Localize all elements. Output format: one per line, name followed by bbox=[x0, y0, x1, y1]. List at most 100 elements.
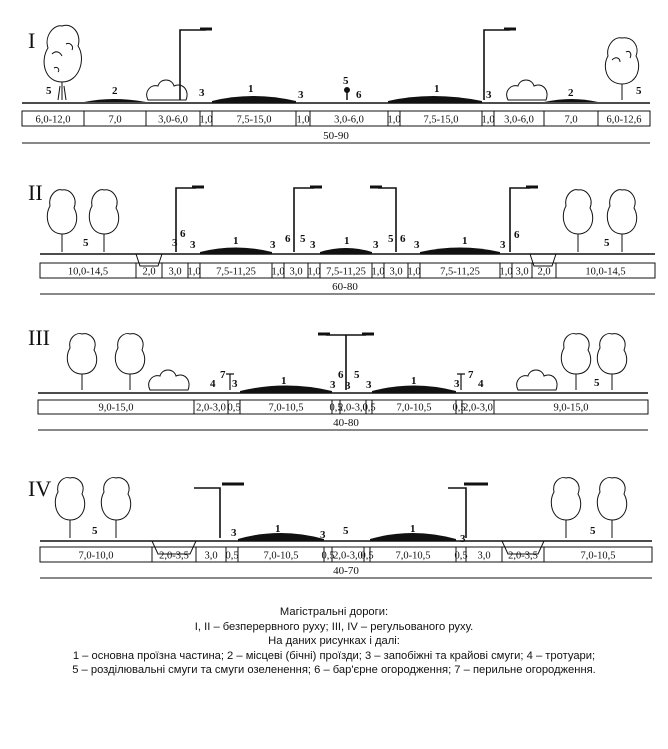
label-3: 3 bbox=[486, 89, 492, 101]
segment-width-label: 1,0 bbox=[199, 115, 212, 126]
tree-icon bbox=[46, 189, 638, 252]
segment-width-label: 3,0-6,0 bbox=[158, 115, 188, 126]
section-4-roman: IV bbox=[28, 476, 51, 501]
bush-icon bbox=[148, 369, 558, 391]
label-5: 5 bbox=[594, 377, 600, 389]
label-3: 3 bbox=[172, 237, 178, 249]
label-6: 6 bbox=[514, 229, 520, 241]
label-3: 3 bbox=[330, 379, 336, 391]
label-3: 3 bbox=[500, 239, 506, 251]
caption-note: На даних рисунках і далі: bbox=[268, 635, 400, 648]
label-5: 5 bbox=[343, 75, 349, 87]
segment-width-label: 3,0 bbox=[515, 267, 528, 278]
label-5: 5 bbox=[590, 525, 596, 537]
label-3: 3 bbox=[414, 239, 420, 251]
segment-width-label: 1,0 bbox=[407, 267, 420, 278]
lamp-post-icon bbox=[175, 185, 538, 252]
label-3: 3 bbox=[199, 87, 205, 99]
label-6: 6 bbox=[400, 233, 406, 245]
section-1-roman: I bbox=[28, 28, 35, 53]
segment-width-label: 3,0 bbox=[389, 267, 402, 278]
segment-width-label: 3,0-6,0 bbox=[504, 115, 534, 126]
segment-width-label: 2,0-3,0 bbox=[338, 403, 368, 414]
segment-width-label: 2,0 bbox=[142, 267, 155, 278]
label-5: 5 bbox=[83, 237, 89, 249]
carriageway-marks bbox=[238, 533, 456, 541]
label-6: 6 bbox=[338, 369, 344, 381]
label-5: 5 bbox=[300, 233, 306, 245]
segment-width-label: 6,0-12,0 bbox=[36, 115, 71, 126]
caption-legend-line-1: 1 – основна проїзна частина; 2 – місцеві… bbox=[72, 649, 596, 662]
segment-width-label: 2,0-3,5 bbox=[508, 551, 538, 562]
road-cross-sections-diagram: I bbox=[21, 24, 656, 579]
section-3-band bbox=[37, 399, 649, 415]
label-6: 6 bbox=[180, 228, 186, 240]
lamp-post-icon bbox=[194, 482, 488, 538]
railing-icon bbox=[226, 373, 465, 390]
segment-width-label: 2,0-3,5 bbox=[159, 551, 189, 562]
segment-width-label: 0,5 bbox=[329, 403, 342, 414]
segment-width-label: 7,5-15,0 bbox=[237, 115, 272, 126]
segment-width-label: 3,0 bbox=[477, 551, 490, 562]
label-1: 1 bbox=[233, 235, 239, 247]
label-3: 3 bbox=[310, 239, 316, 251]
label-3: 3 bbox=[320, 529, 326, 541]
label-1: 1 bbox=[411, 375, 417, 387]
section-2-band bbox=[39, 262, 656, 279]
label-2: 2 bbox=[112, 85, 118, 97]
segment-width-label: 7,5-11,25 bbox=[216, 267, 256, 278]
label-3: 3 bbox=[366, 379, 372, 391]
segment-width-label: 3,0 bbox=[289, 267, 302, 278]
segment-width-label: 7,0-10,5 bbox=[264, 551, 299, 562]
label-3: 3 bbox=[232, 378, 238, 390]
tree-icon bbox=[43, 24, 82, 101]
label-3: 3 bbox=[190, 239, 196, 251]
segment-width-label: 9,0-15,0 bbox=[99, 403, 134, 414]
segment-width-label: 6,0-12,6 bbox=[607, 115, 642, 126]
segment-width-label: 3,0 bbox=[204, 551, 217, 562]
caption-title: Магістральні дороги: bbox=[279, 606, 389, 618]
label-2: 2 bbox=[568, 87, 574, 99]
segment-width-label: 7,5-11,25 bbox=[440, 267, 480, 278]
figure-caption: Магістральні дороги: І, ІІ – безперервно… bbox=[0, 605, 668, 678]
label-5: 5 bbox=[604, 237, 610, 249]
label-6: 6 bbox=[285, 233, 291, 245]
label-3: 3 bbox=[231, 527, 237, 539]
segment-width-label: 0,5 bbox=[225, 551, 238, 562]
segment-width-label: 0,5 bbox=[452, 403, 465, 414]
segment-width-label: 1,0 bbox=[271, 267, 284, 278]
segment-width-label: 7,0-10,5 bbox=[396, 551, 431, 562]
segment-width-label: 7,5-15,0 bbox=[424, 115, 459, 126]
section-2-roman: II bbox=[28, 180, 43, 205]
segment-width-label: 7,0 bbox=[564, 115, 577, 126]
label-5: 5 bbox=[92, 525, 98, 537]
segment-width-label: 1,0 bbox=[371, 267, 384, 278]
segment-width-label: 1,0 bbox=[387, 115, 400, 126]
section-1-band bbox=[21, 110, 651, 127]
segment-width-label: 0,5 bbox=[321, 551, 334, 562]
label-3: 3 bbox=[345, 380, 351, 392]
label-3: 3 bbox=[373, 239, 379, 251]
label-1: 1 bbox=[410, 523, 416, 535]
section-4-band bbox=[39, 546, 653, 563]
label-1: 1 bbox=[281, 375, 287, 387]
segment-width-label: 1,0 bbox=[307, 267, 320, 278]
segment-width-label: 0,5 bbox=[227, 403, 240, 414]
segment-width-label: 3,0 bbox=[168, 267, 181, 278]
section-1-cells: 6,0-12,0 7,0 3,0-6,0 1,0 7,5-15,0 1,0 3,0-6,0 1… bbox=[36, 111, 642, 126]
segment-width-label: 1,0 bbox=[499, 267, 512, 278]
label-4: 4 bbox=[478, 378, 484, 390]
label-3: 3 bbox=[454, 378, 460, 390]
section-1: I bbox=[21, 24, 651, 144]
segment-width-label: 2,0-3,0 bbox=[196, 403, 226, 414]
segment-width-label: 1,0 bbox=[481, 115, 494, 126]
tree-icon bbox=[66, 333, 628, 390]
segment-width-label: 7,5-11,25 bbox=[326, 267, 366, 278]
segment-width-label: 1,0 bbox=[296, 115, 309, 126]
segment-width-label: 7,0-10,5 bbox=[269, 403, 304, 414]
segment-width-label: 10,0-14,5 bbox=[68, 267, 108, 278]
label-1: 1 bbox=[248, 83, 254, 95]
